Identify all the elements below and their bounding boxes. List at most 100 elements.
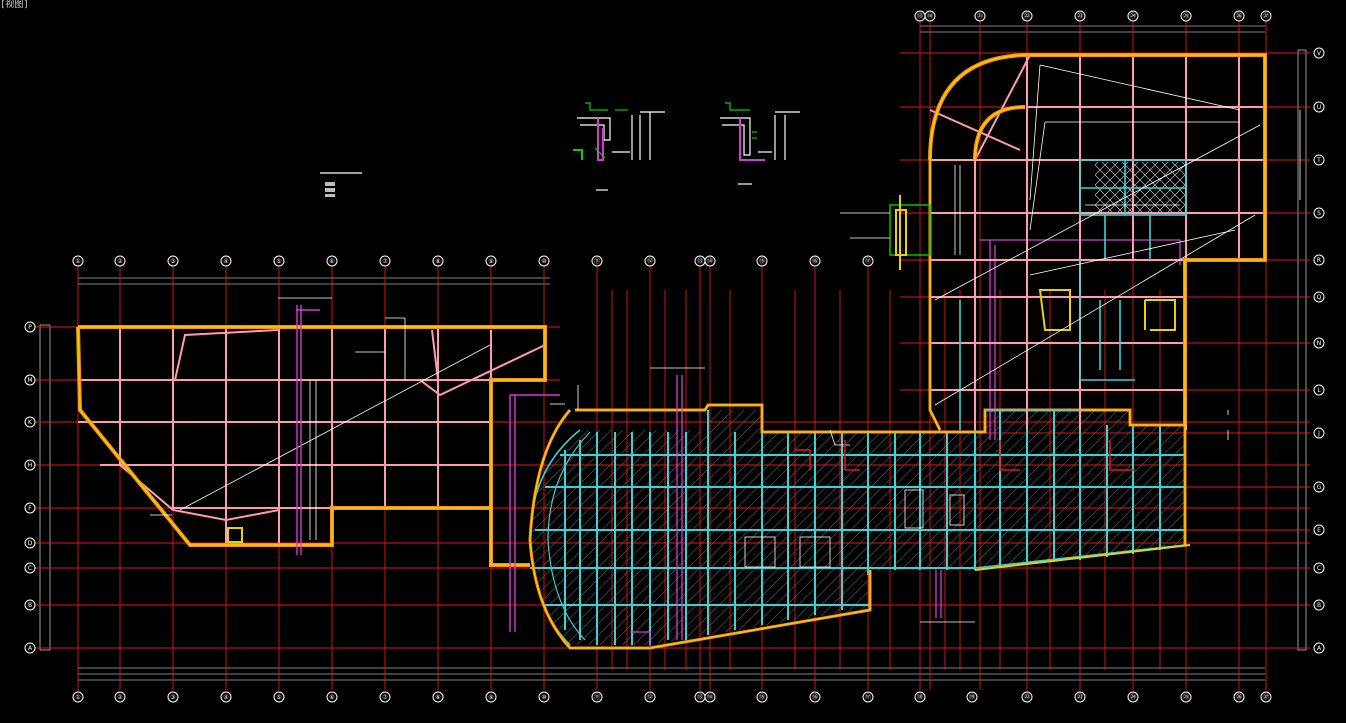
axis-bubble-bottom: ③ (167, 691, 179, 703)
axis-bubble-tower-top: ㉓ (1074, 10, 1086, 22)
axis-bubble-left: A (24, 642, 36, 654)
left-wing-annotations (150, 297, 491, 540)
svg-text:⑨: ⑨ (488, 258, 493, 265)
axis-bubble-bottom: ⑦ (379, 691, 391, 703)
axis-bubble-bottom: ⑪ (591, 691, 603, 703)
svg-text:⑰: ⑰ (865, 693, 871, 701)
axis-bubble-bottom: ⑬ (694, 691, 706, 703)
axis-bubble-bottom: ⑱ (914, 691, 926, 703)
svg-text:④: ④ (223, 258, 228, 265)
svg-text:B: B (1317, 602, 1321, 609)
axis-bubble-bottom: ⑭ (704, 691, 716, 703)
svg-text:⑪: ⑪ (594, 257, 600, 265)
svg-text:G: G (1317, 484, 1322, 491)
axis-bubble-right: R (1313, 254, 1325, 266)
tower-connector (840, 195, 931, 270)
axis-bubble-top: ① (72, 255, 84, 267)
axis-bubble-left: B (24, 599, 36, 611)
svg-text:⑭: ⑭ (707, 257, 713, 265)
frame-lines (39, 25, 1307, 681)
svg-text:⑨: ⑨ (488, 694, 493, 701)
axis-bubble-top: ⑮ (756, 255, 768, 267)
axis-bubble-bottom: ④ (220, 691, 232, 703)
svg-text:V: V (1317, 50, 1322, 57)
svg-text:㉓: ㉓ (1077, 12, 1083, 20)
middle-block-red-details (795, 440, 1135, 471)
axis-bubble-top: ⑰ (862, 255, 874, 267)
svg-text:⑤: ⑤ (276, 258, 281, 265)
axis-bubble-left: M (24, 374, 36, 386)
axis-bubble-left: C (24, 562, 36, 574)
svg-text:A: A (28, 645, 33, 652)
svg-text:C: C (1317, 565, 1321, 572)
section-detail-2 (720, 102, 800, 185)
middle-block-beams (529, 410, 1186, 646)
svg-text:E: E (1317, 527, 1321, 534)
svg-text:②: ② (117, 694, 123, 701)
axis-bubble-left: H (24, 459, 36, 471)
axis-bubble-top: ⑫ (644, 255, 656, 267)
axis-bubble-bottom: ㉖ (1233, 691, 1245, 703)
svg-text:⑩: ⑩ (541, 694, 546, 701)
axis-bubble-top: ⑨ (485, 255, 497, 267)
svg-text:㉗: ㉗ (1263, 693, 1269, 701)
axis-bubble-left: D (24, 537, 36, 549)
svg-text:K: K (28, 419, 33, 426)
svg-text:J: J (1317, 430, 1320, 437)
axis-bubble-right: V (1313, 47, 1325, 59)
axis-bubble-bottom: ⑧ (432, 691, 444, 703)
svg-text:⑪: ⑪ (594, 693, 600, 701)
right-tower-core (959, 159, 1187, 430)
legend-mark (320, 172, 362, 197)
axis-bubble-bottom: ㉗ (1260, 691, 1272, 703)
axis-bubble-tower-top: ㉗ (1260, 10, 1272, 22)
axis-bubble-right: S (1313, 207, 1325, 219)
svg-text:A: A (1317, 645, 1322, 652)
middle-block-wall (528, 403, 1191, 650)
axis-bubble-left: P (24, 321, 36, 333)
axis-bubble-tower-top: ㉖ (1233, 10, 1245, 22)
svg-text:⑫: ⑫ (647, 257, 653, 265)
axis-bubble-top: ⑦ (379, 255, 391, 267)
axis-bubble-right: U (1313, 101, 1325, 113)
hatched-slab-area (530, 162, 1187, 645)
axis-bubble-right: L (1313, 384, 1325, 396)
axis-bubble-tower-top: ⑬ (914, 10, 926, 22)
axis-bubble-bottom: ② (114, 691, 126, 703)
svg-text:㉗: ㉗ (1263, 12, 1269, 20)
axis-bubble-bottom: ㉔ (1127, 691, 1139, 703)
svg-text:D: D (28, 540, 33, 547)
middle-block-detail-boxes (550, 367, 975, 623)
svg-text:M: M (27, 377, 32, 384)
axis-bubble-right: E (1313, 524, 1325, 536)
svg-text:⑭: ⑭ (927, 12, 933, 20)
axis-bubble-left: K (24, 416, 36, 428)
left-wing-wall (76, 325, 547, 567)
axis-bubble-tower-top: ⑭ (924, 10, 936, 22)
axis-bubble-top: ⑤ (273, 255, 285, 267)
axis-bubble-right: A (1313, 642, 1325, 654)
svg-text:③: ③ (170, 258, 175, 265)
svg-text:⑲: ⑲ (969, 693, 975, 701)
axis-bubble-right: Q (1313, 291, 1325, 303)
svg-text:⑯: ⑯ (812, 693, 818, 701)
axis-bubble-top: ⑥ (326, 255, 338, 267)
axis-bubble-bottom: ⑮ (756, 691, 768, 703)
axis-bubble-top: ⑧ (432, 255, 444, 267)
axis-bubble-right: G (1313, 481, 1325, 493)
axis-bubble-bottom: ㉓ (1074, 691, 1086, 703)
svg-text:S: S (1317, 210, 1321, 217)
axis-bubble-tower-top: ㉕ (1180, 10, 1192, 22)
svg-text:⑦: ⑦ (382, 258, 388, 265)
view-label: [视图] (0, 0, 29, 10)
svg-text:㉖: ㉖ (1236, 693, 1242, 701)
axis-bubble-top: ⑭ (704, 255, 716, 267)
svg-text:㉔: ㉔ (1130, 693, 1136, 701)
svg-text:⑥: ⑥ (329, 258, 334, 265)
svg-text:⑩: ⑩ (541, 258, 546, 265)
axis-bubble-top: ⑩ (538, 255, 550, 267)
axis-bubble-left: F (24, 502, 36, 514)
svg-text:⑬: ⑬ (697, 257, 703, 265)
